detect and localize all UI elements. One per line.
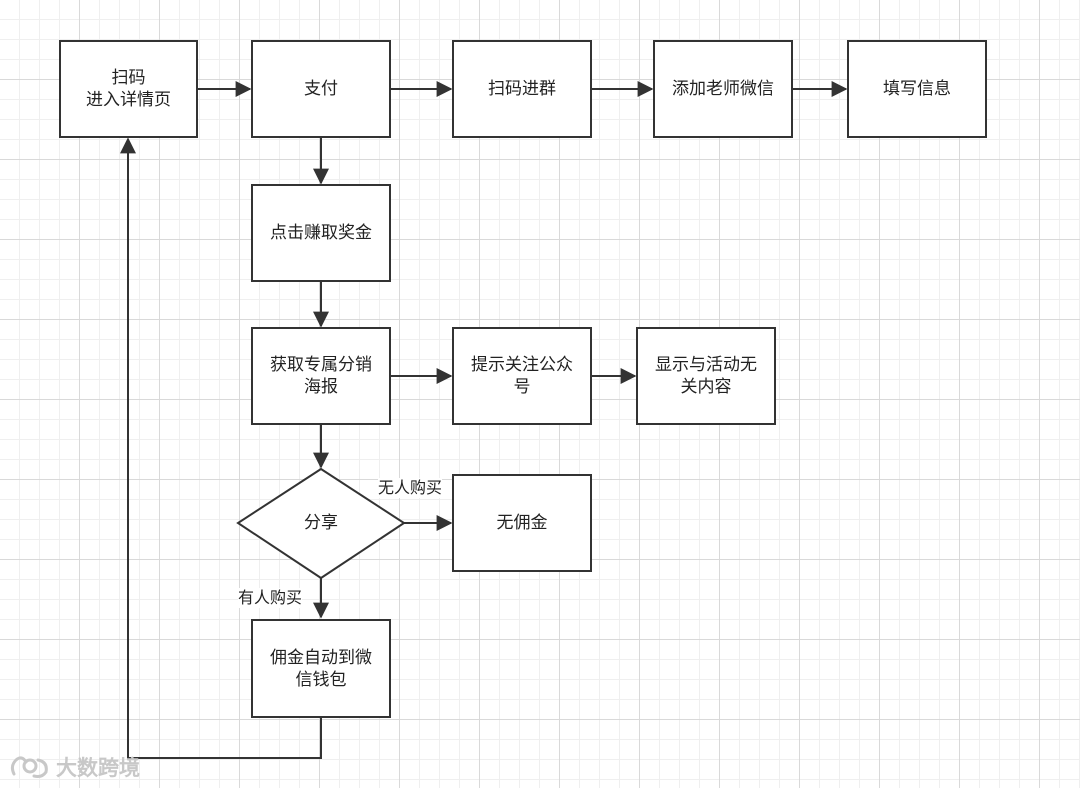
node-add-teacher: 添加老师微信 [653,40,793,138]
edge-commission-wallet-loop-to-scan-detail [120,137,322,759]
node-scan-group: 扫码进群 [452,40,592,138]
watermark-text: 大数跨境 [56,756,140,780]
node-commission-wallet-label: 佣金自动到微 信钱包 [270,647,372,690]
watermark: 大数跨境 [8,752,140,782]
node-prompt-follow: 提示关注公众 号 [452,327,592,425]
edge-label-has-buyer: 有人购买 [238,588,303,608]
node-scan-detail-label: 扫码 进入详情页 [86,68,171,110]
node-scan-group-label: 扫码进群 [488,79,556,99]
node-show-unrelated: 显示与活动无 关内容 [636,327,776,425]
node-prompt-follow-label: 提示关注公众 号 [471,355,573,397]
node-get-poster: 获取专属分销 海报 [251,327,391,425]
node-pay: 支付 [251,40,391,138]
edge-label-no-buyer: 无人购买 [378,478,443,498]
node-show-unrelated-label: 显示与活动无 关内容 [655,355,757,397]
node-no-commission-label: 无佣金 [496,513,548,533]
node-scan-detail: 扫码 进入详情页 [59,40,198,138]
node-share-label: 分享 [304,513,338,533]
node-get-poster-label: 获取专属分销 海报 [270,355,372,397]
node-fill-info: 填写信息 [847,40,987,138]
watermark-logo-icon [10,756,48,778]
node-fill-info-label: 填写信息 [883,79,951,99]
node-pay-label: 支付 [304,79,338,99]
node-add-teacher-label: 添加老师微信 [672,79,774,99]
node-no-commission: 无佣金 [452,474,592,572]
node-click-reward: 点击赚取奖金 [251,184,391,282]
node-commission-wallet: 佣金自动到微 信钱包 [251,619,391,718]
node-click-reward-label: 点击赚取奖金 [270,223,372,243]
share-decision-diamond [236,467,406,580]
